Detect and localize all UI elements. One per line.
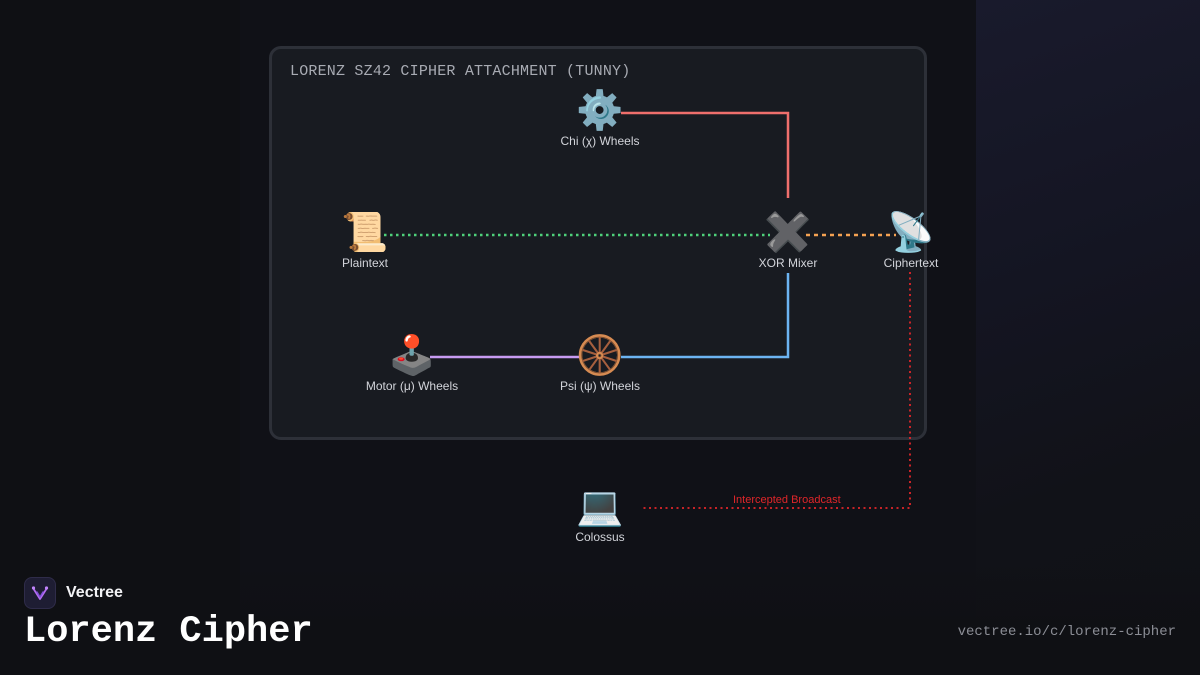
cipher-machine-frame: LORENZ SZ42 CIPHER ATTACHMENT (TUNNY) <box>269 46 927 440</box>
satellite-dish-icon: 📡 <box>887 210 935 254</box>
vectree-logo-icon <box>24 577 56 609</box>
multiply-icon: ✖️ <box>764 210 812 254</box>
node-label: Plaintext <box>341 256 389 270</box>
gear-icon: ⚙️ <box>576 88 624 132</box>
wire-psi-to-xor <box>621 273 790 359</box>
joystick-icon: 🕹️ <box>388 333 436 377</box>
node-xor-mixer: ✖️ XOR Mixer <box>718 210 858 270</box>
diagram-title: LORENZ SZ42 CIPHER ATTACHMENT (TUNNY) <box>290 63 631 80</box>
node-label: Psi (ψ) Wheels <box>560 379 640 393</box>
scroll-icon: 📜 <box>341 210 389 254</box>
node-label: Chi (χ) Wheels <box>560 134 640 148</box>
wire-chi-to-xor <box>621 111 790 198</box>
page-title: Lorenz Cipher <box>24 611 313 653</box>
footer-shade <box>0 565 1200 675</box>
node-motor-wheels: 🕹️ Motor (μ) Wheels <box>342 333 482 393</box>
node-psi-wheels: 🛞 Psi (ψ) Wheels <box>530 333 670 393</box>
brand-name: Vectree <box>66 584 123 601</box>
node-ciphertext: 📡 Ciphertext <box>841 210 981 270</box>
background-left-panel <box>0 0 240 675</box>
brand: Vectree <box>24 577 123 609</box>
node-plaintext: 📜 Plaintext <box>295 210 435 270</box>
node-label: Motor (μ) Wheels <box>365 379 459 393</box>
node-label: Ciphertext <box>883 256 939 270</box>
laptop-icon: 💻 <box>576 484 624 528</box>
node-colossus: 💻 Colossus <box>530 484 670 544</box>
wire-intercept-to-colossus <box>640 272 911 509</box>
background-right-panel <box>976 0 1200 675</box>
node-label: XOR Mixer <box>758 256 818 270</box>
wheel-icon: 🛞 <box>576 333 624 377</box>
page-url[interactable]: vectree.io/c/lorenz-cipher <box>957 624 1176 640</box>
node-chi-wheels: ⚙️ Chi (χ) Wheels <box>530 88 670 148</box>
intercept-label: Intercepted Broadcast <box>733 494 841 506</box>
node-label: Colossus <box>575 530 625 544</box>
